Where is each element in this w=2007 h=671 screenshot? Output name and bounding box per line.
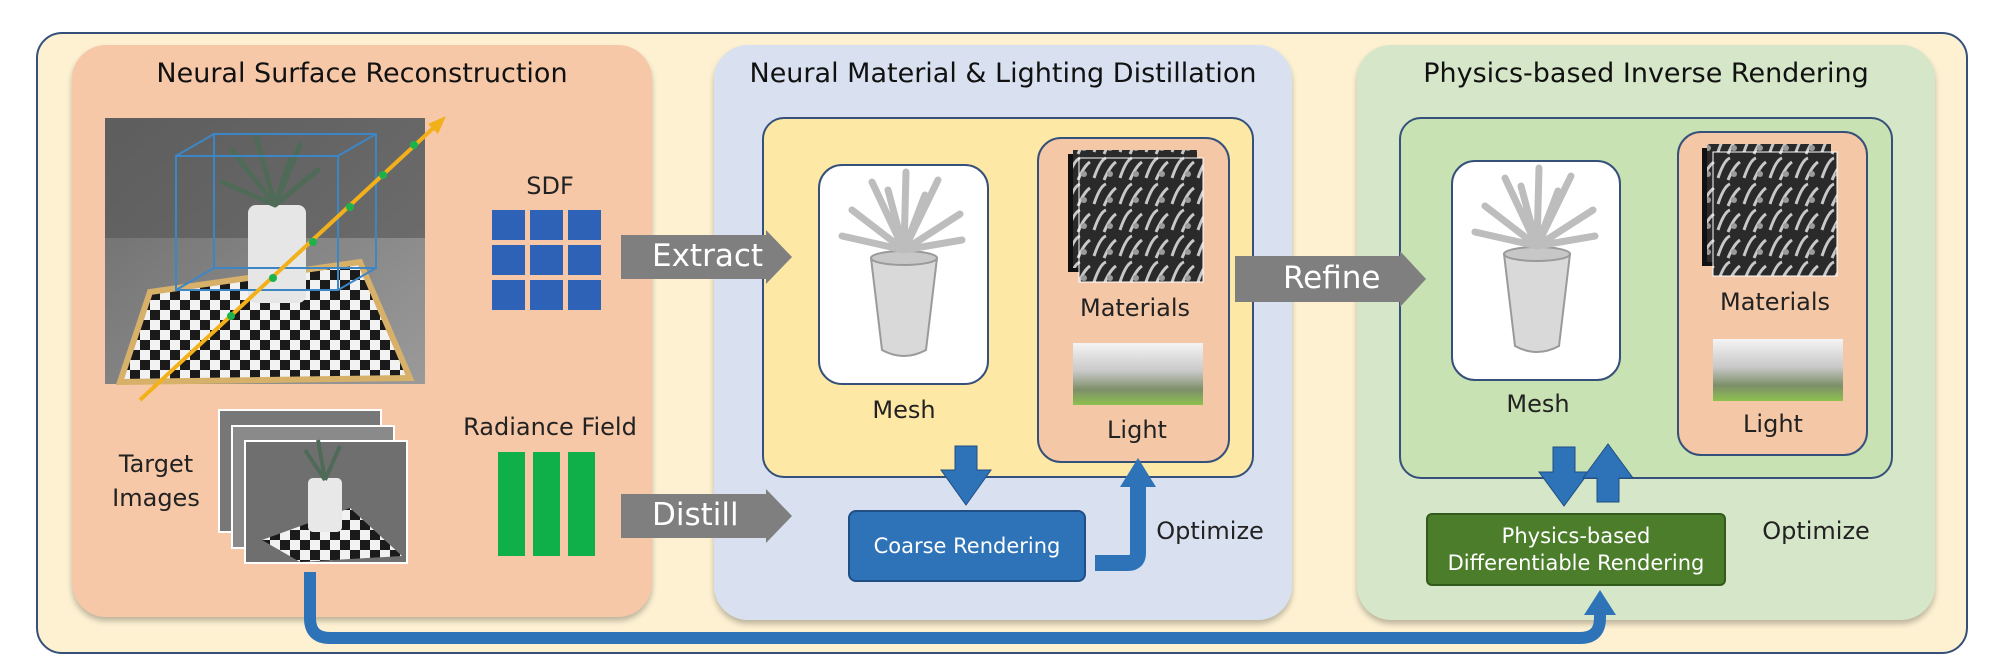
extract-arrow-label: Extract: [652, 238, 764, 274]
optimize-label-middle: Optimize: [1156, 517, 1264, 545]
mesh-to-render-arrow: [940, 445, 992, 506]
target-images-stack: [218, 409, 408, 564]
mesh-plant-right: [1471, 164, 1599, 353]
panel-title-middle: Neural Material & Lighting Distillation: [749, 58, 1257, 89]
distill-arrow: [621, 489, 792, 543]
radiance-field-icon: [498, 452, 595, 556]
light-map-middle: [1073, 343, 1203, 405]
physics-rendering-box: Physics-based Differentiable Rendering: [1426, 513, 1726, 586]
light-map-right: [1713, 339, 1843, 401]
sdf-label: SDF: [526, 172, 574, 200]
material-texture-stack-right: [1702, 144, 1838, 277]
materials-label-middle: Materials: [1079, 294, 1190, 322]
refine-arrow: [1235, 251, 1426, 307]
optimize-label-right: Optimize: [1762, 517, 1870, 545]
mesh-label-right: Mesh: [1506, 390, 1570, 418]
materials-label-right: Materials: [1719, 288, 1830, 316]
mesh-label-middle: Mesh: [872, 396, 936, 424]
extract-arrow: [621, 230, 792, 284]
target-to-physics-arrow: [304, 572, 1606, 644]
panel-title-left: Neural Surface Reconstruction: [156, 58, 568, 89]
coarse-rendering-box: Coarse Rendering: [848, 510, 1086, 582]
sdf-grid-icon: [492, 210, 601, 310]
target-images-label: Target Images: [112, 450, 200, 512]
assets-down-arrow: [1538, 446, 1590, 507]
refine-arrow-label: Refine: [1283, 260, 1381, 296]
reconstruction-photo: [105, 116, 446, 402]
mesh-plant-middle: [838, 168, 966, 357]
optimize-loop-arrow: [1095, 485, 1146, 571]
optimize-up-arrow: [1582, 443, 1634, 503]
light-label-right: Light: [1743, 410, 1803, 438]
light-label-middle: Light: [1107, 416, 1167, 444]
distill-arrow-label: Distill: [652, 497, 739, 533]
material-texture-stack-middle: [1068, 150, 1204, 283]
radiance-field-label: Radiance Field: [463, 413, 637, 441]
panel-title-right: Physics-based Inverse Rendering: [1423, 58, 1869, 89]
